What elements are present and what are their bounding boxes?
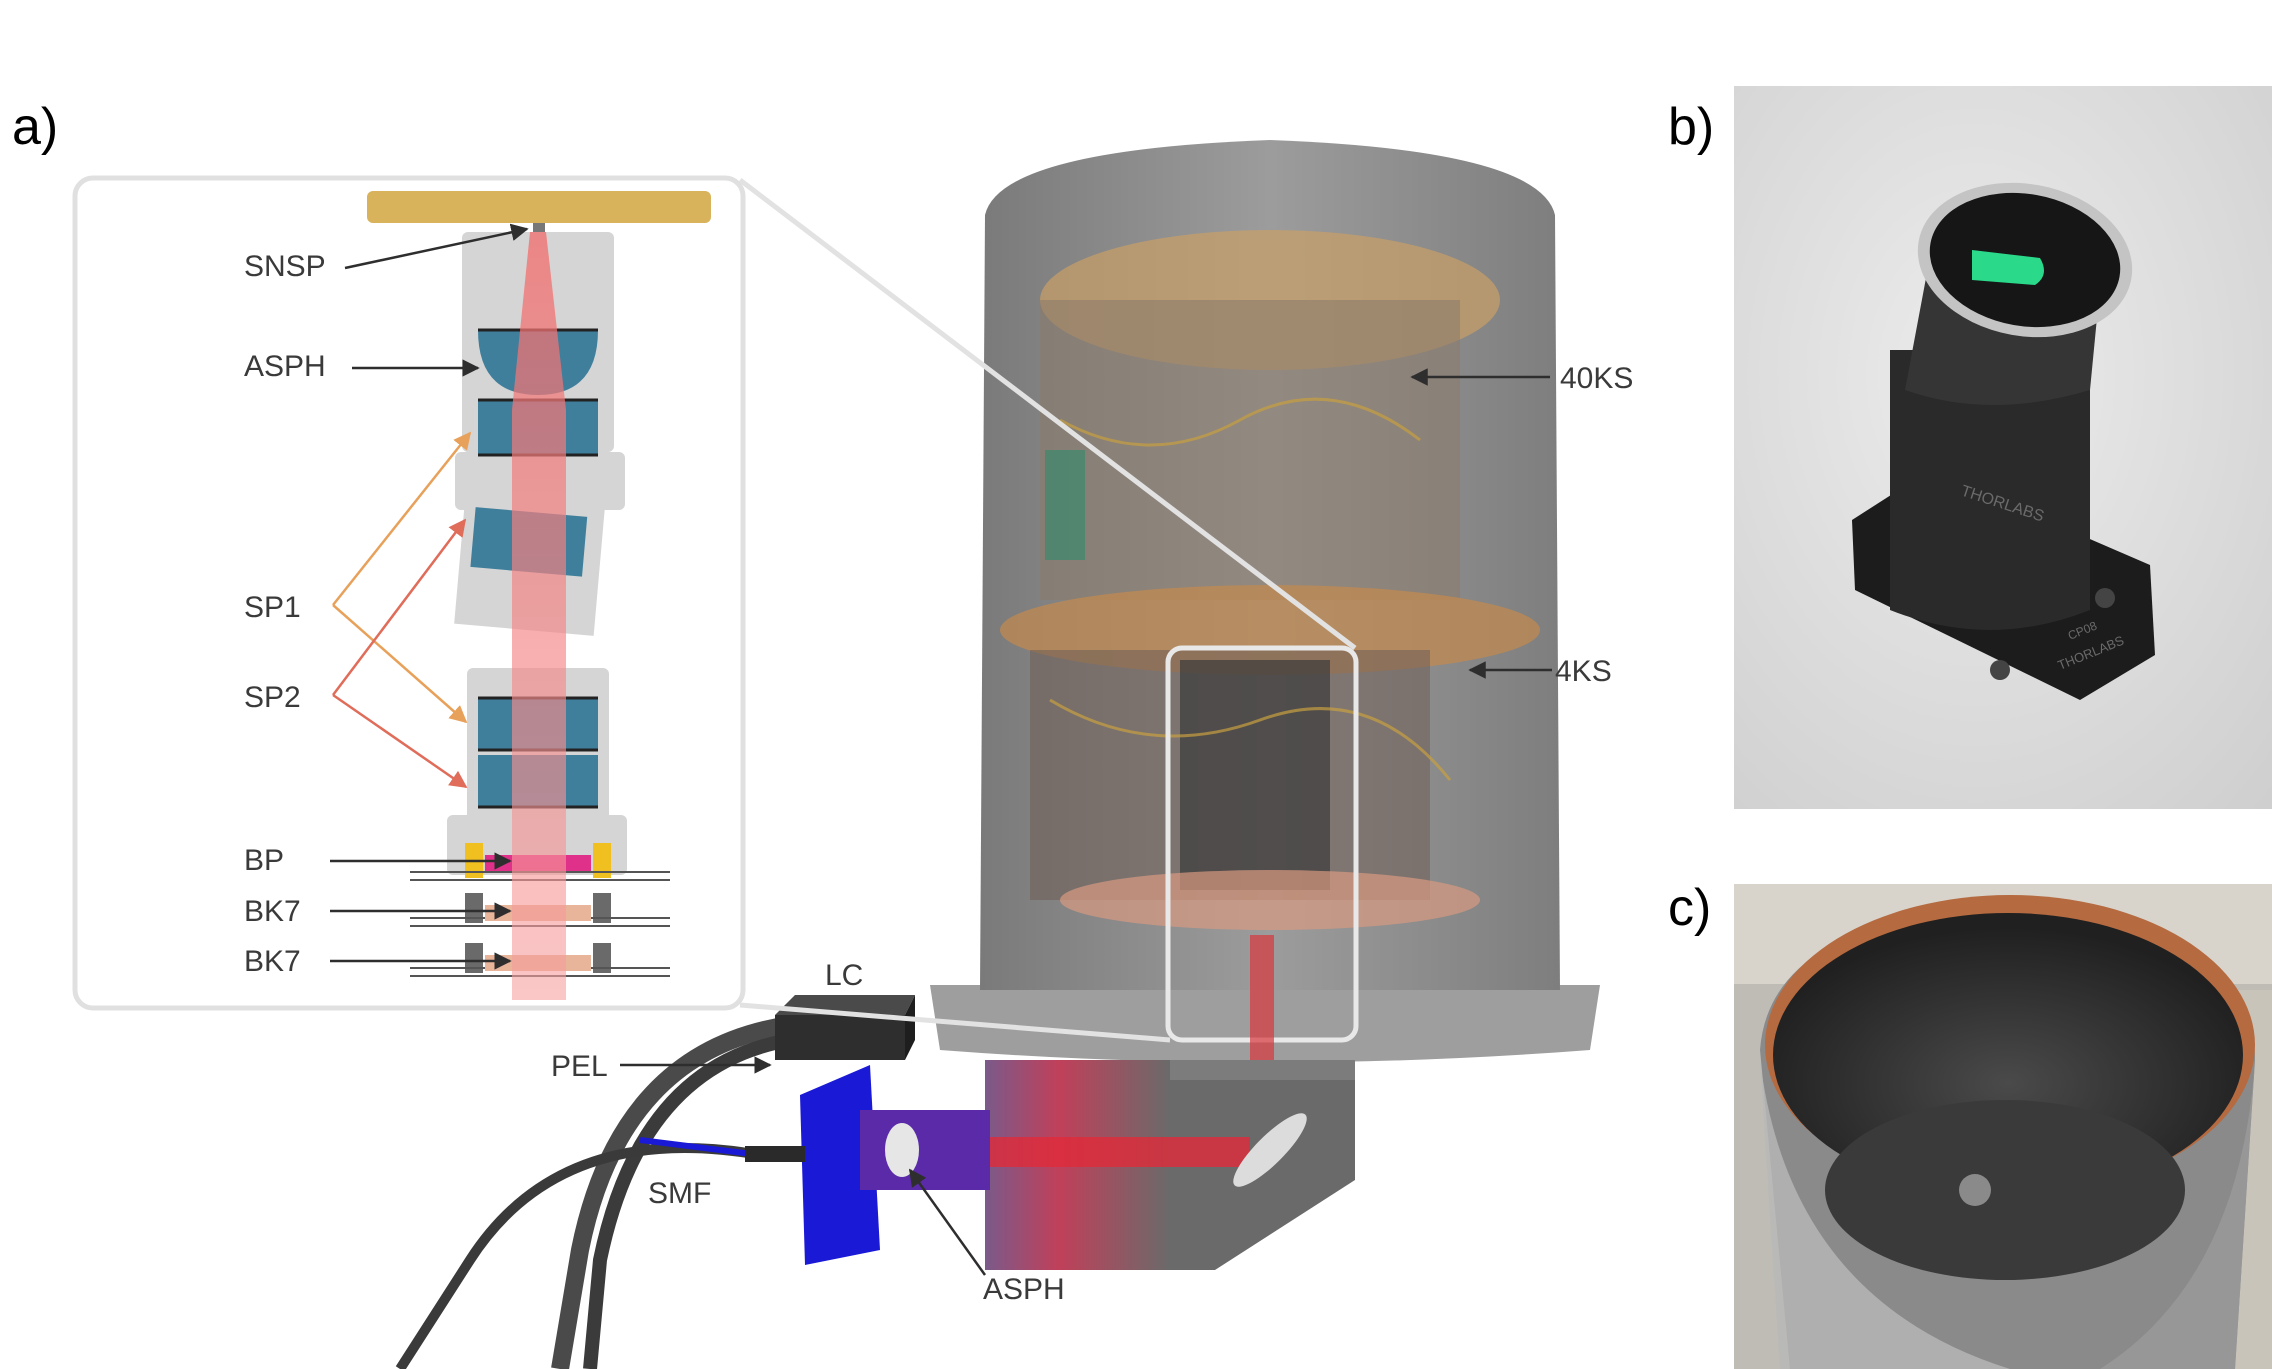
- inset-panel: [72, 175, 1357, 1043]
- photo-b: THORLABS THORLABS CP08: [1734, 86, 2272, 809]
- label-snsp: SNSP: [244, 250, 326, 283]
- cryostat-arrows: [620, 368, 1552, 1276]
- label-lc: LC: [825, 959, 863, 992]
- label-sp2: SP2: [244, 681, 301, 714]
- lc-connector: [775, 995, 915, 1060]
- asph-lens-bottom: [885, 1123, 919, 1177]
- photo-c: [1734, 884, 2272, 1369]
- inset-arrows: [330, 223, 529, 970]
- gold-plate: [367, 191, 711, 223]
- label-smf: SMF: [648, 1177, 711, 1210]
- green-filter: [1972, 250, 2044, 285]
- label-asph-bottom: ASPH: [983, 1273, 1065, 1306]
- label-sp1: SP1: [244, 591, 301, 624]
- cryostat: [930, 140, 1600, 1165]
- label-bp: BP: [244, 844, 284, 877]
- label-asph-top: ASPH: [244, 350, 326, 383]
- label-pel: PEL: [551, 1050, 608, 1083]
- fiber-mount: [800, 1065, 990, 1265]
- panel-label-c: c): [1668, 879, 1711, 937]
- optical-beam: [512, 232, 566, 1000]
- label-4ks: 4KS: [1555, 655, 1612, 688]
- cables: [395, 1016, 805, 1369]
- panel-label-a: a): [12, 98, 58, 156]
- label-40ks: 40KS: [1560, 362, 1633, 395]
- panel-label-b: b): [1668, 98, 1714, 156]
- label-bk7-2: BK7: [244, 945, 301, 978]
- label-bk7-1: BK7: [244, 895, 301, 928]
